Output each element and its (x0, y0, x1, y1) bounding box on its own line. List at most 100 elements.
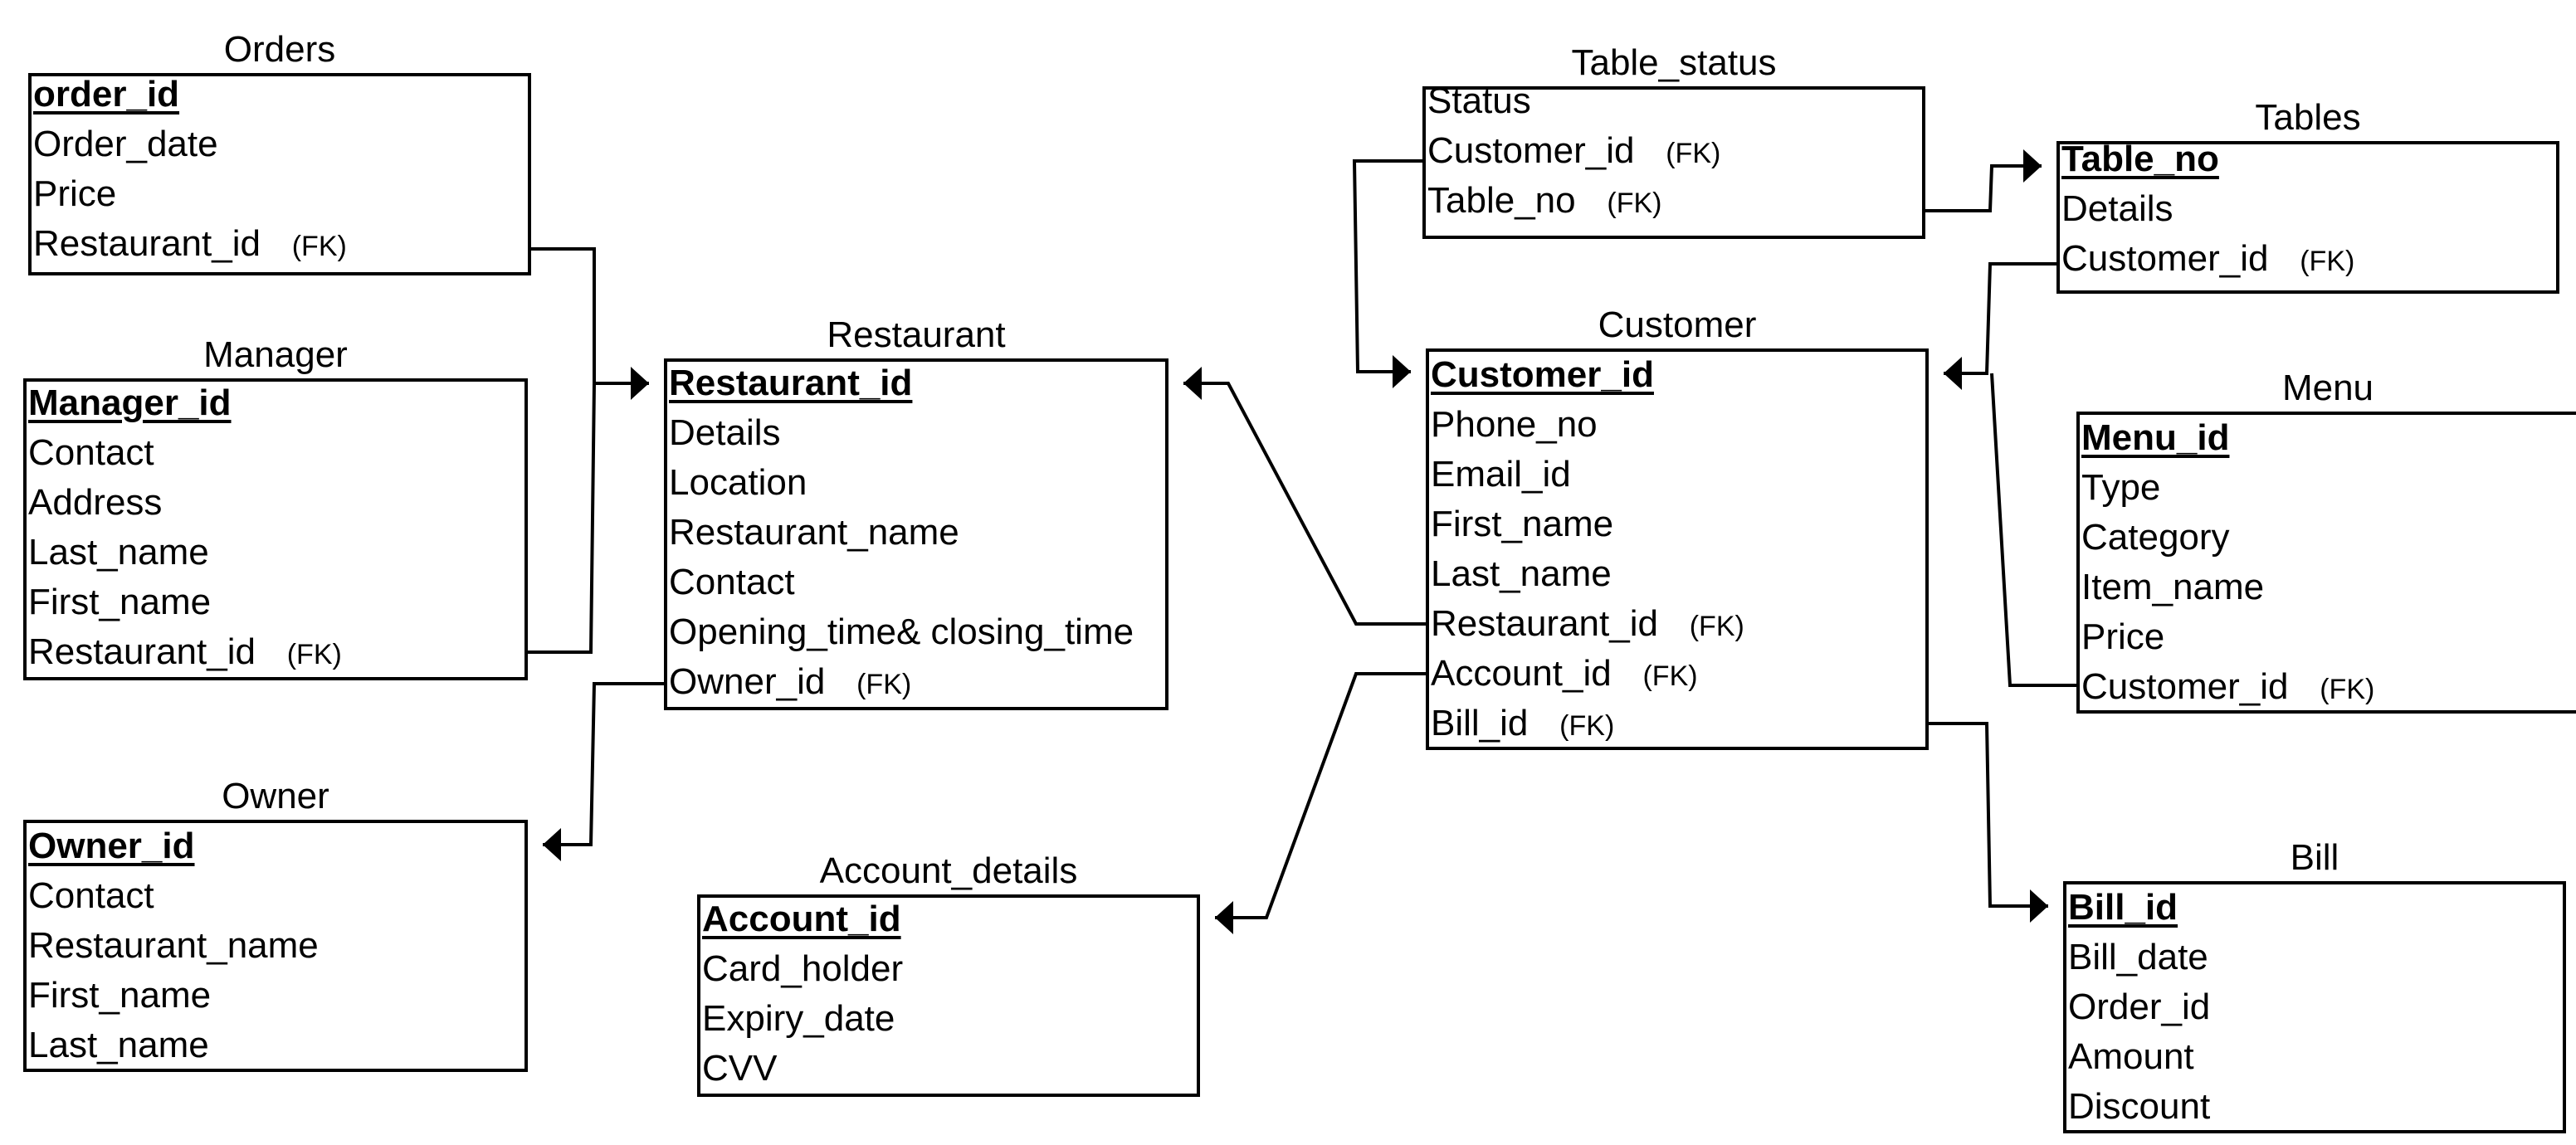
fk-marker: (FK) (1634, 138, 1721, 169)
attribute-name: Menu_id (2081, 417, 2230, 458)
attribute-name: Phone_no (1431, 404, 1598, 445)
attribute-name: First_name (28, 975, 212, 1016)
attribute: Contact (28, 428, 154, 478)
attribute: Restaurant_name (28, 921, 319, 971)
attribute: Last_name (28, 528, 209, 577)
entity-box (23, 378, 528, 680)
entity-box (2076, 412, 2576, 714)
relationship-line (1183, 382, 1426, 626)
attribute-name: Owner_id (28, 826, 195, 866)
attribute: Restaurant_name (669, 508, 959, 558)
attribute-name: Location (669, 462, 807, 503)
relationship-line (1990, 373, 2076, 687)
relationship-line (543, 682, 664, 846)
fk-marker: (FK) (2288, 674, 2375, 705)
foreign-key-attribute: Restaurant_id (FK) (1431, 599, 1744, 649)
attribute-name: Status (1427, 80, 1531, 121)
attribute: CVV (702, 1044, 777, 1094)
attribute: Details (669, 408, 781, 458)
attribute: Address (28, 478, 162, 528)
primary-key-attribute: order_id (33, 70, 179, 119)
primary-key-attribute: Restaurant_id (669, 358, 912, 408)
entity-box (664, 358, 1168, 710)
attribute-name: Table_no (2061, 139, 2219, 179)
entity-title: Menu (2281, 368, 2374, 408)
entity-title: Restaurant (827, 314, 1006, 355)
attribute: Last_name (28, 1021, 209, 1070)
foreign-key-attribute: Bill_id (FK) (1431, 699, 1614, 748)
foreign-key-attribute: Table_no (FK) (1427, 176, 1662, 226)
arrowhead-icon (1215, 901, 1233, 934)
fk-marker: (FK) (1611, 660, 1698, 692)
attribute-name: Restaurant_id (1431, 603, 1658, 644)
entity-title: Customer (1598, 305, 1757, 345)
attribute-name: Restaurant_name (669, 512, 959, 553)
entity-title: Manager (203, 334, 348, 375)
entity-box (2056, 141, 2559, 294)
fk-marker: (FK) (825, 669, 912, 700)
relationship-line (531, 247, 649, 385)
attribute-name: Opening_time& closing_time (669, 611, 1134, 652)
attribute: Category (2081, 513, 2230, 563)
relationship-line (1929, 722, 2048, 908)
arrowhead-icon (631, 367, 649, 400)
arrowhead-icon (543, 828, 561, 861)
fk-marker: (FK) (260, 231, 347, 262)
attribute-name: Details (669, 412, 781, 453)
relationship-line (528, 382, 596, 654)
attribute: Opening_time& closing_time (669, 607, 1134, 657)
attribute: Type (2081, 463, 2160, 513)
entity-title: Table_status (1571, 42, 1777, 83)
attribute-name: Price (2081, 616, 2165, 657)
primary-key-attribute: Account_id (702, 894, 901, 944)
entity-title: Tables (2255, 97, 2361, 138)
attribute: Contact (669, 558, 795, 607)
attribute-name: Restaurant_name (28, 925, 319, 966)
attribute-name: Restaurant_id (33, 223, 261, 264)
arrowhead-icon (1944, 357, 1962, 390)
fk-marker: (FK) (255, 639, 342, 670)
attribute-name: Contact (669, 562, 795, 602)
foreign-key-attribute: Customer_id (FK) (2061, 234, 2354, 284)
attribute: Phone_no (1431, 400, 1598, 450)
attribute: First_name (28, 971, 211, 1021)
attribute-name: Address (28, 482, 163, 523)
relationship-line (1925, 164, 2042, 212)
attribute: Price (33, 169, 116, 219)
primary-key-attribute: Owner_id (28, 821, 195, 871)
attribute: Price (2081, 612, 2164, 662)
attribute-name: Type (2081, 467, 2161, 508)
entity-box (2063, 881, 2566, 1133)
entity-title: Orders (223, 29, 336, 70)
attribute: Order_id (2068, 982, 2210, 1032)
attribute-name: Card_holder (702, 948, 904, 989)
attribute-name: order_id (33, 74, 180, 114)
attribute-name: Last_name (28, 532, 209, 572)
attribute-name: Last_name (28, 1025, 209, 1065)
attribute-name: Amount (2068, 1036, 2194, 1077)
attribute: Item_name (2081, 563, 2264, 612)
attribute-name: CVV (702, 1048, 778, 1089)
fk-marker: (FK) (1657, 611, 1744, 642)
entity-box (1422, 86, 1925, 239)
attribute-name: Bill_id (1431, 703, 1529, 743)
attribute: Bill_date (2068, 933, 2208, 982)
attribute-name: Account_id (702, 899, 901, 939)
fk-marker: (FK) (2268, 246, 2355, 277)
attribute: Details (2061, 184, 2174, 234)
attribute-name: Manager_id (28, 382, 232, 423)
attribute-name: First_name (1431, 504, 1614, 544)
attribute: Card_holder (702, 944, 903, 994)
foreign-key-attribute: Customer_id (FK) (2081, 662, 2374, 712)
attribute-name: Contact (28, 432, 154, 473)
attribute: Status (1427, 76, 1531, 126)
attribute-name: Owner_id (669, 661, 826, 702)
relationship-line (1215, 672, 1426, 919)
arrowhead-icon (1393, 355, 1411, 388)
